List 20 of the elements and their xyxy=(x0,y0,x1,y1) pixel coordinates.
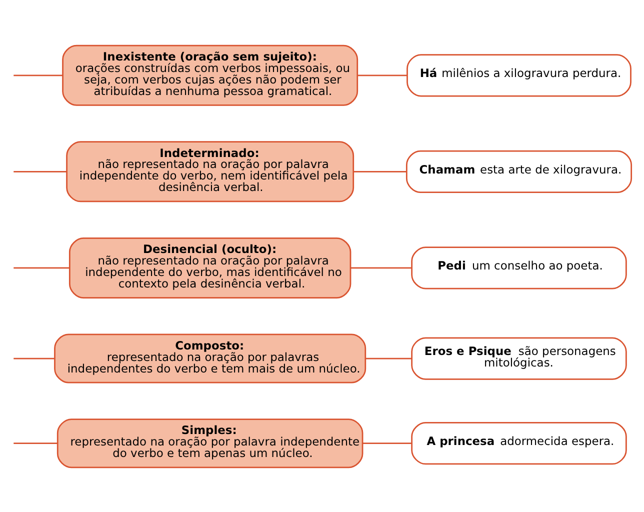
connector xyxy=(365,357,412,359)
node-box: Desinencial (oculto): não representado na oração por palavra independente do verbo, mas identificável no contexto pela desinência verbal. xyxy=(68,236,352,298)
node-box: Pedi um conselho ao poeta. xyxy=(411,246,627,289)
node-box: Indeterminado: não representado na oração por palavra independente do verbo, nem identificável pela desinência verbal. xyxy=(66,140,354,202)
connector xyxy=(14,170,67,172)
connector xyxy=(14,442,58,444)
connector xyxy=(14,74,63,76)
node-box: Há milênios a xilogravura perdura. xyxy=(406,54,632,96)
connector xyxy=(14,357,54,359)
connector xyxy=(358,74,408,76)
connector xyxy=(354,170,406,172)
connector xyxy=(350,266,412,268)
node-box: Inexistente (oração sem sujeito): orações construídas com verbos impessoais, ou seja, com verbos cujas ações não podem ser atribuídas a nenhuma pessoa gramatical. xyxy=(62,44,358,106)
node-box: Simples: representado na oração por palavra independente do verbo e tem apenas um núcleo. xyxy=(56,418,364,468)
connector xyxy=(362,442,412,444)
node-box: Chamam esta arte de xilogravura. xyxy=(406,150,632,192)
node-box: A princesa adormecida espera. xyxy=(411,422,627,464)
node-box: Eros e Psique são personagens mitológicas. xyxy=(411,336,627,380)
connector xyxy=(14,266,70,268)
node-box: Composto: representado na oração por palavras independentes do verbo e tem mais de um núcleo. xyxy=(54,333,366,383)
